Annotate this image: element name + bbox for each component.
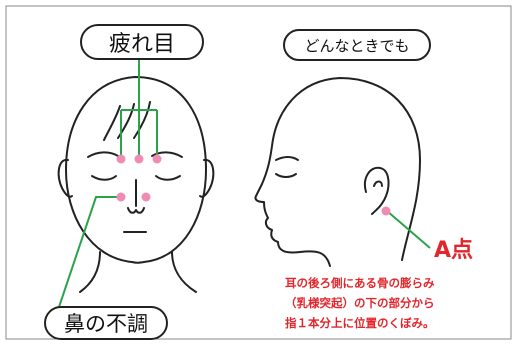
nose [127, 179, 145, 214]
point-eye-center [134, 154, 144, 164]
neck-left [79, 251, 101, 293]
point-a-description: 耳の後ろ側にある骨の膨らみ （乳様突起）の下の部分から 指１本分上に位置のくぼみ… [285, 273, 515, 333]
point-nose-left [116, 192, 126, 202]
right-eye [155, 175, 181, 181]
left-eyebrow [87, 151, 119, 158]
point-nose-right [141, 192, 151, 202]
side-profile [254, 77, 421, 267]
label-tired-eyes-text: 疲れ目 [108, 32, 175, 57]
hair-tuft-1 [103, 105, 121, 141]
acupoints-front [116, 154, 162, 202]
frame-border [5, 5, 512, 340]
label-nose-trouble-text: 鼻の不調 [64, 312, 148, 336]
label-nose-trouble: 鼻の不調 [44, 306, 168, 340]
profile-eye [275, 173, 297, 178]
face-outline [65, 76, 207, 264]
label-anytime: どんなときでも [283, 29, 431, 61]
description-line-2: （乳様突起）の下の部分から [285, 296, 435, 310]
label-point-a: A点 [434, 238, 474, 263]
label-tired-eyes: 疲れ目 [80, 24, 204, 60]
profile-ear-inner [373, 180, 383, 187]
point-a-dot [381, 206, 391, 216]
profile-ear [364, 166, 390, 215]
description-line-3: 指１本分上に位置のくぼみ。 [285, 316, 435, 330]
hair-tuft-2 [117, 103, 135, 139]
left-ear [57, 158, 73, 198]
point-eye-right [152, 154, 162, 164]
right-ear [199, 158, 215, 198]
tired-eyes-connector [120, 60, 158, 157]
profile-outline [254, 77, 421, 267]
nose-connector [57, 196, 118, 311]
point-eye-left [116, 154, 126, 164]
label-anytime-text: どんなときでも [304, 36, 410, 55]
profile-eyebrow [275, 156, 299, 161]
description-line-1: 耳の後ろ側にある骨の膨らみ [285, 276, 435, 290]
hair-tuft-3 [133, 101, 151, 139]
front-face [57, 76, 215, 293]
left-eye [91, 175, 117, 181]
point-a-connector [386, 210, 431, 249]
neck-right [171, 251, 197, 293]
right-eyebrow [151, 151, 183, 158]
